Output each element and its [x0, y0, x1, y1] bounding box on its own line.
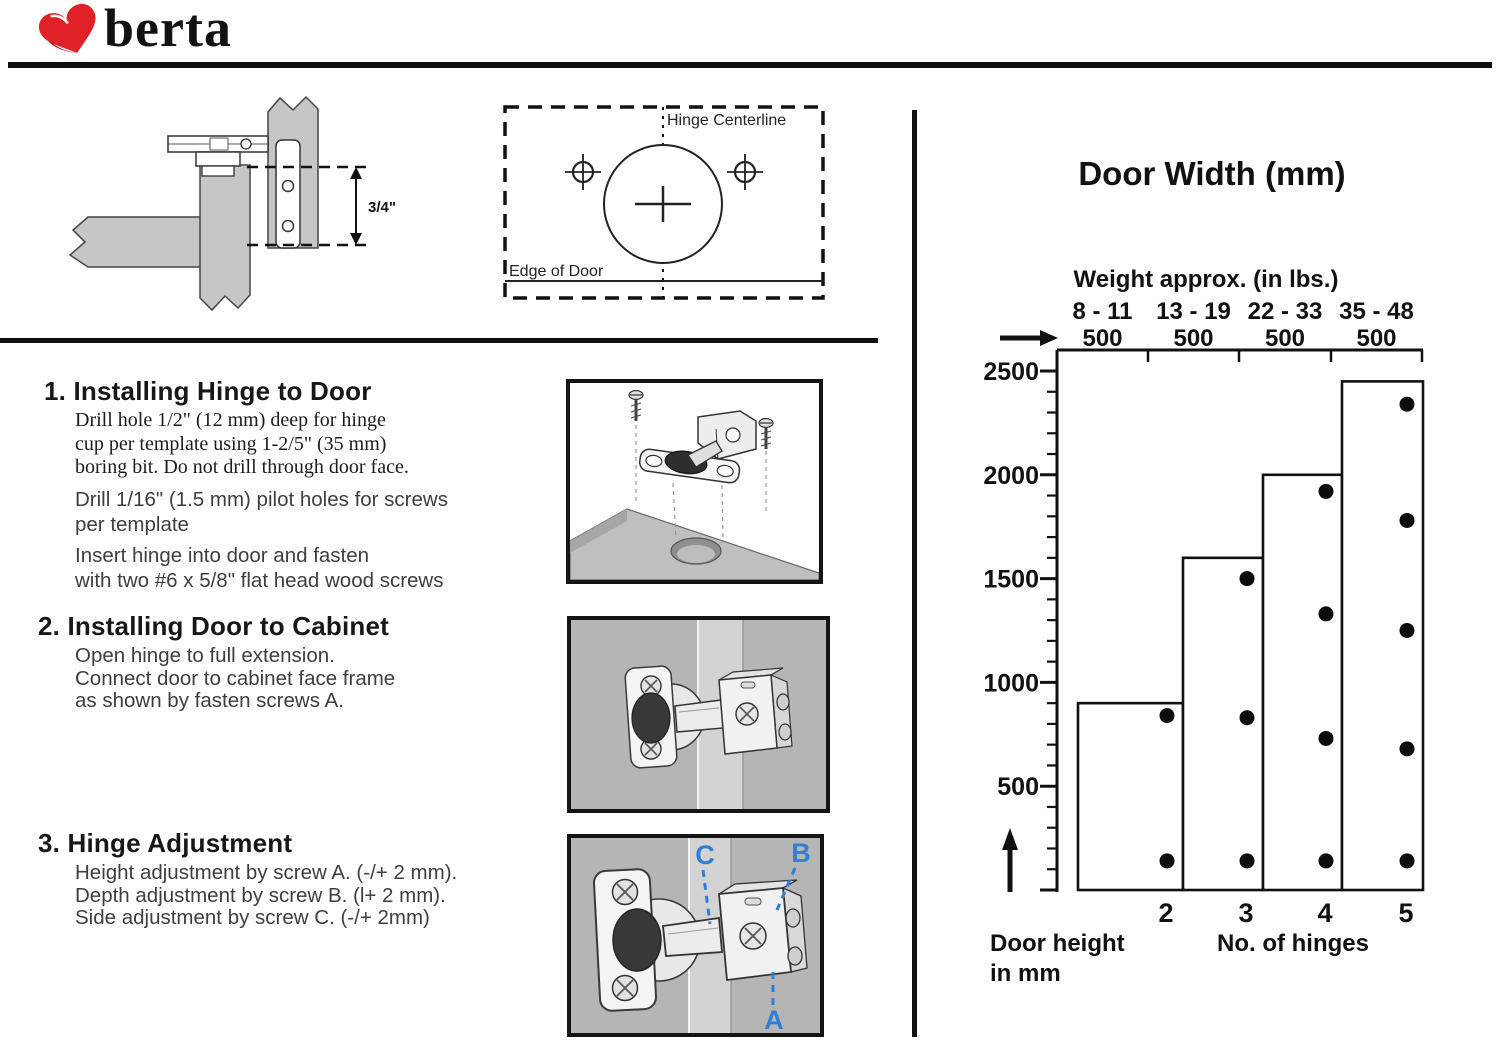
- hinge-position-dot: [1399, 741, 1415, 757]
- section-3-paragraph-1: Height adjustment by screw A. (-/+ 2 mm)…: [75, 861, 458, 930]
- screw-hole-icon: [281, 219, 295, 233]
- hinge-position-dot: [1318, 606, 1334, 622]
- y-tick-label: 1000: [983, 669, 1039, 697]
- instruction-line: Depth adjustment by screw B. (l+ 2 mm).: [75, 883, 446, 907]
- hinge-count-label: 2: [1158, 898, 1173, 928]
- hinge-position-dot: [1159, 853, 1175, 869]
- hinge-position-dot: [1239, 571, 1255, 587]
- adjustment-label-a: A: [764, 1005, 784, 1033]
- hinge-cross-section-diagram: 3/4": [68, 95, 396, 312]
- door-width-segment-label: 500: [1173, 325, 1213, 352]
- hinge-cup-icon: [612, 908, 662, 972]
- hinge-cup-icon: [631, 692, 671, 744]
- hinge-position-dot: [1399, 853, 1415, 869]
- screw-icon: [735, 702, 759, 726]
- section-1-paragraph-2: Drill 1/16" (1.5 mm) pilot holes for scr…: [75, 487, 448, 537]
- screw-icon: [758, 417, 774, 449]
- y-tick-label: 1500: [983, 566, 1039, 594]
- screw-icon: [785, 908, 801, 928]
- hinge-position-dot: [1318, 730, 1334, 746]
- section-2-paragraph-1: Open hinge to full extension. Connect do…: [75, 644, 396, 713]
- screw-icon: [628, 389, 644, 421]
- instruction-line: Connect door to cabinet face frame: [75, 666, 396, 690]
- left-section-rule: [0, 338, 878, 343]
- y-tick-label: 500: [997, 773, 1039, 801]
- section-1-paragraph-1: Drill hole 1/2" (12 mm) deep for hinge c…: [75, 409, 409, 480]
- hinge-position-dot: [1318, 853, 1334, 869]
- drilling-template-diagram: Hinge Centerline Edge of Door: [503, 105, 825, 300]
- overlay-dimension-label: 3/4": [368, 199, 396, 216]
- hinge-count-label: 4: [1317, 898, 1332, 928]
- hinge-count-label: 3: [1238, 898, 1253, 928]
- vertical-divider: [912, 110, 917, 1037]
- hinge-position-dot: [1399, 623, 1415, 638]
- screw-icon: [640, 738, 662, 760]
- berta-heart-icon: [36, 3, 106, 60]
- hinge-centerline-label: Hinge Centerline: [667, 112, 786, 129]
- instruction-line: as shown by fasten screws A.: [75, 689, 344, 712]
- y-axis-label: Door height: [990, 930, 1125, 957]
- y-tick-label: 2000: [983, 462, 1039, 490]
- illustration-hinge-to-door: [566, 379, 823, 584]
- x-axis-label: No. of hinges: [1217, 930, 1369, 957]
- up-arrow-icon: [1002, 828, 1018, 850]
- section-3-heading: 3. Hinge Adjustment: [38, 828, 293, 858]
- instruction-line: with two #6 x 5/8" flat head wood screws: [75, 569, 444, 592]
- y-axis-label: in mm: [990, 960, 1061, 987]
- instruction-line: Height adjustment by screw A. (-/+ 2 mm)…: [75, 861, 458, 884]
- instruction-line: cup per template using 1-2/5" (35 mm): [75, 432, 387, 455]
- section-2-heading: 2. Installing Door to Cabinet: [38, 611, 390, 641]
- edge-of-door-label: Edge of Door: [509, 263, 604, 280]
- arrow-up-icon: [350, 167, 362, 179]
- logo-wordmark: berta: [104, 0, 232, 58]
- hinge-position-dot: [1318, 483, 1334, 499]
- weight-range-label: 8 - 11: [1072, 298, 1132, 325]
- screw-icon: [611, 878, 639, 906]
- instruction-line: Drill hole 1/2" (12 mm) deep for hinge: [75, 409, 386, 431]
- screw-icon: [611, 974, 639, 1002]
- instruction-line: boring bit. Do not drill through door fa…: [75, 456, 409, 478]
- illustration-door-to-cabinet: [567, 616, 830, 813]
- instruction-line: Open hinge to full extension.: [75, 644, 335, 667]
- hinge-position-dot: [1239, 853, 1255, 869]
- illustration-hinge-adjustment: C B A: [567, 834, 824, 1037]
- door-width-segment-label: 500: [1265, 325, 1305, 352]
- instruction-line: per template: [75, 513, 189, 536]
- arrow-down-icon: [350, 233, 362, 245]
- instruction-line: Drill 1/16" (1.5 mm) pilot holes for scr…: [75, 488, 448, 511]
- door-width-segment-label: 500: [1356, 325, 1396, 352]
- adjustment-label-c: C: [695, 840, 715, 870]
- weight-range-label: 13 - 19: [1156, 298, 1231, 325]
- screw-icon: [787, 946, 803, 966]
- instruction-line: Side adjustment by screw C. (-/+ 2mm): [75, 906, 430, 929]
- door-width-chart: Door Width (mm) Weight approx. (in lbs.) 8…: [983, 155, 1425, 987]
- hinge-position-dot: [1159, 708, 1175, 724]
- weight-range-label: 35 - 48: [1339, 298, 1414, 325]
- pilot-hole-crosshair-icon: [565, 154, 601, 190]
- top-rule: [8, 62, 1492, 68]
- section-1-paragraph-3: Insert hinge into door and fasten with t…: [75, 543, 444, 593]
- y-tick-label: 2500: [983, 358, 1039, 386]
- hinge-bar-4: [1261, 473, 1344, 892]
- hinge-position-dot: [1239, 710, 1255, 726]
- chart-title: Door Width (mm): [1078, 155, 1345, 192]
- screw-hole-icon: [281, 179, 295, 193]
- pilot-hole-crosshair-icon: [727, 154, 763, 190]
- screw-icon: [739, 922, 767, 950]
- screw-icon: [776, 693, 790, 711]
- door-width-segment-label: 500: [1082, 325, 1122, 352]
- screw-icon: [778, 723, 792, 741]
- hinge-position-dot: [1399, 396, 1415, 412]
- weight-range-label: 22 - 33: [1248, 298, 1323, 325]
- adjustment-label-b: B: [791, 838, 811, 868]
- hinge-position-dot: [1399, 512, 1415, 528]
- instruction-line: Insert hinge into door and fasten: [75, 544, 370, 567]
- section-1-heading: 1. Installing Hinge to Door: [44, 376, 372, 406]
- right-arrow-icon: [1040, 330, 1058, 346]
- weight-axis-label: Weight approx. (in lbs.): [1074, 266, 1339, 293]
- hinge-count-label: 5: [1398, 898, 1413, 928]
